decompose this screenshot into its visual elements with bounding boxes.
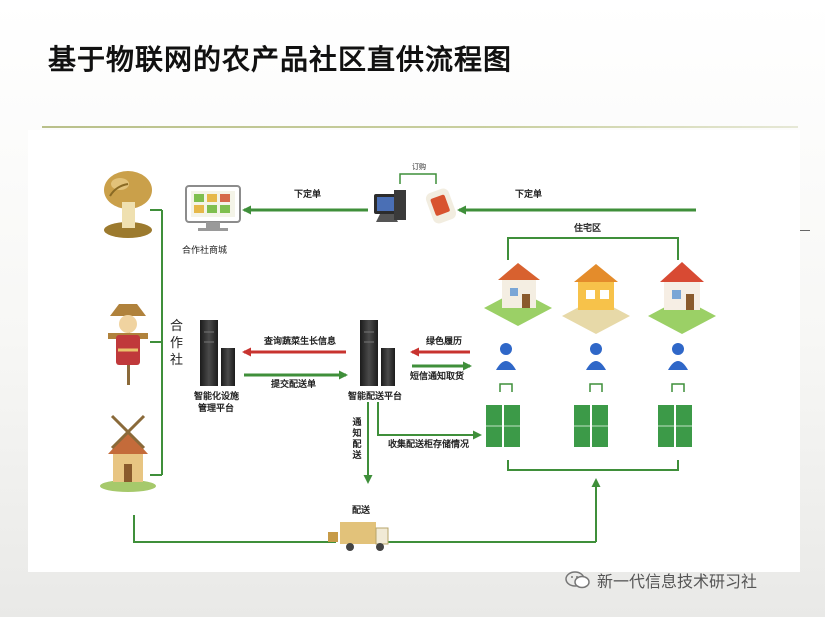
query-info-label: 查询蔬菜生长信息 [264,337,337,347]
order-label-right: 下定单 [515,190,543,200]
page-title: 基于物联网的农产品社区直供流程图 [48,43,513,76]
smart-delivery-server-icon [360,320,395,386]
windmill-house-icon [100,414,156,492]
house-icon-2 [562,264,630,334]
delivery-label: 配送 [352,506,371,516]
sms-pickup-label: 短信通知取货 [410,372,465,382]
resident-icon-1 [496,343,516,370]
notify-delivery-label: 通知配送 [352,418,362,461]
smart-facility-server-icon [200,320,235,386]
collect-storage-label: 收集配送柜存储情况 [388,440,470,450]
coop-mall-monitor-icon [185,185,241,231]
watermark-text: 新一代信息技术研习社 [597,572,758,591]
scarecrow-icon [108,304,148,385]
residential-label: 住宅区 [574,224,602,234]
house-icon-3 [648,262,716,334]
flow-diagram: 下定单 下定单 订购 合作社商城 住宅区 合作社 查询蔬菜生长信息 提交配送单 … [28,130,800,572]
coop-bracket [150,209,163,476]
locker-bottom-bracket [507,460,679,471]
watermark: 新一代信息技术研习社 [565,568,757,592]
submit-order-label: 提交配送单 [271,380,317,390]
computer-icon [374,190,406,222]
phone-icon [425,188,457,224]
locker-icon-2 [574,405,608,447]
locker-brackets [499,383,685,392]
locker-icon-3 [658,405,692,447]
delivery-truck-icon [328,522,389,551]
resident-icon-3 [668,343,688,370]
collect-storage-arrow [377,402,482,440]
title-divider [42,126,798,128]
coop-label: 合作社 [169,319,183,368]
order-small-label: 订购 [412,163,426,171]
side-tick-mark [798,230,810,231]
diagram-canvas [100,171,716,551]
mushroom-icon [104,171,152,238]
order-label-left: 下定单 [294,190,322,200]
smart-delivery-label: 智能配送平台 [348,392,403,402]
smart-facility-label-2: 管理平台 [198,404,235,414]
smart-facility-label-1: 智能化设施 [194,392,240,402]
wechat-icon [565,571,590,589]
coop-mall-label: 合作社商城 [182,246,228,256]
house-icon-1 [484,263,552,326]
order-loop [399,173,437,184]
residential-bracket [507,237,679,260]
bottom-route-left [133,515,336,543]
locker-icon-1 [486,405,520,447]
resident-icon-2 [586,343,606,370]
green-history-label: 绿色履历 [426,337,463,347]
